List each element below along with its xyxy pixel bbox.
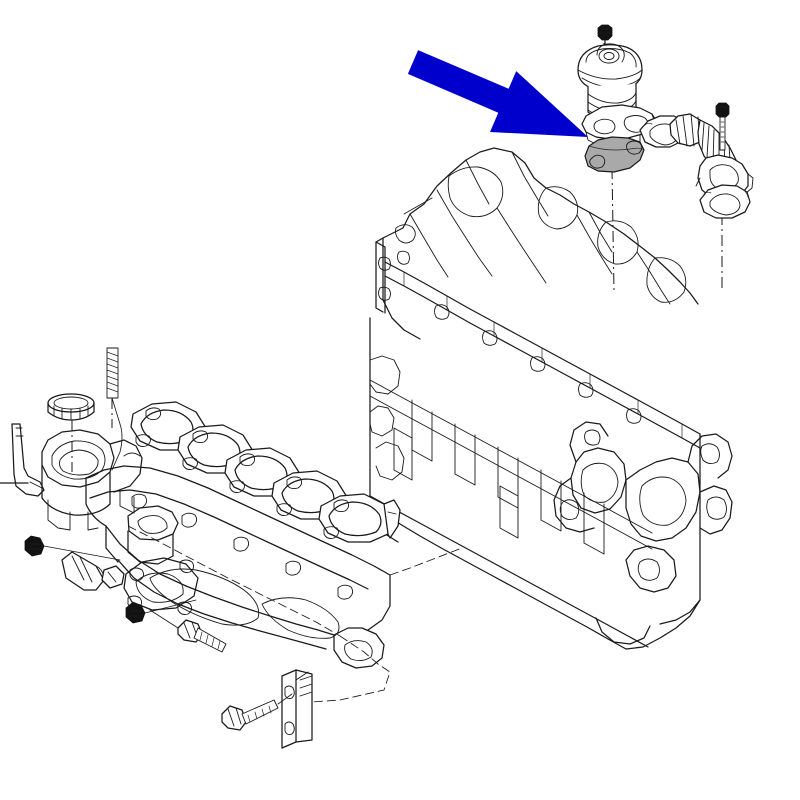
support-bracket-bolt	[221, 693, 293, 731]
manifold-nut-lower	[125, 599, 197, 624]
egr-pipe-bolt	[715, 102, 730, 151]
intake-stud	[106, 347, 119, 399]
block-left-end	[369, 355, 405, 481]
manifold-bracket-pad	[123, 557, 199, 615]
egr-pipe-gasket-lower	[699, 184, 751, 219]
sensor-bracket-pin	[0, 423, 45, 497]
throttle-body-seal	[47, 393, 95, 421]
assembly-reference-line-2	[311, 635, 391, 703]
vacuum-tube	[61, 551, 125, 591]
manifold-bolt	[149, 609, 227, 653]
egr-assembly	[577, 24, 754, 293]
cylinder-head	[382, 147, 699, 340]
timing-chain-cover	[553, 421, 733, 645]
egr-valve	[577, 43, 657, 149]
throttle-body-inlet	[41, 429, 143, 531]
manifold-nut-upper	[24, 535, 121, 561]
stud-leader-curve	[111, 423, 123, 471]
cylinder-head-flange	[375, 237, 701, 449]
manifold-egr-boss	[127, 505, 179, 565]
support-bracket	[281, 669, 313, 749]
intake-manifold-gasket	[130, 401, 401, 543]
cylinder-block	[369, 304, 701, 650]
highlight-arrow	[407, 50, 588, 137]
intake-assembly	[0, 347, 463, 749]
egr-valve-centerline-lower	[611, 167, 615, 293]
assembly-reference-line-1	[127, 525, 341, 637]
assembly-reference-line-3	[389, 547, 463, 576]
engine-assembly	[369, 147, 733, 650]
intake-manifold	[85, 465, 391, 669]
blue-annotation-arrow	[407, 50, 588, 137]
egr-valve-gasket	[584, 136, 645, 173]
stud-leader	[111, 397, 121, 425]
